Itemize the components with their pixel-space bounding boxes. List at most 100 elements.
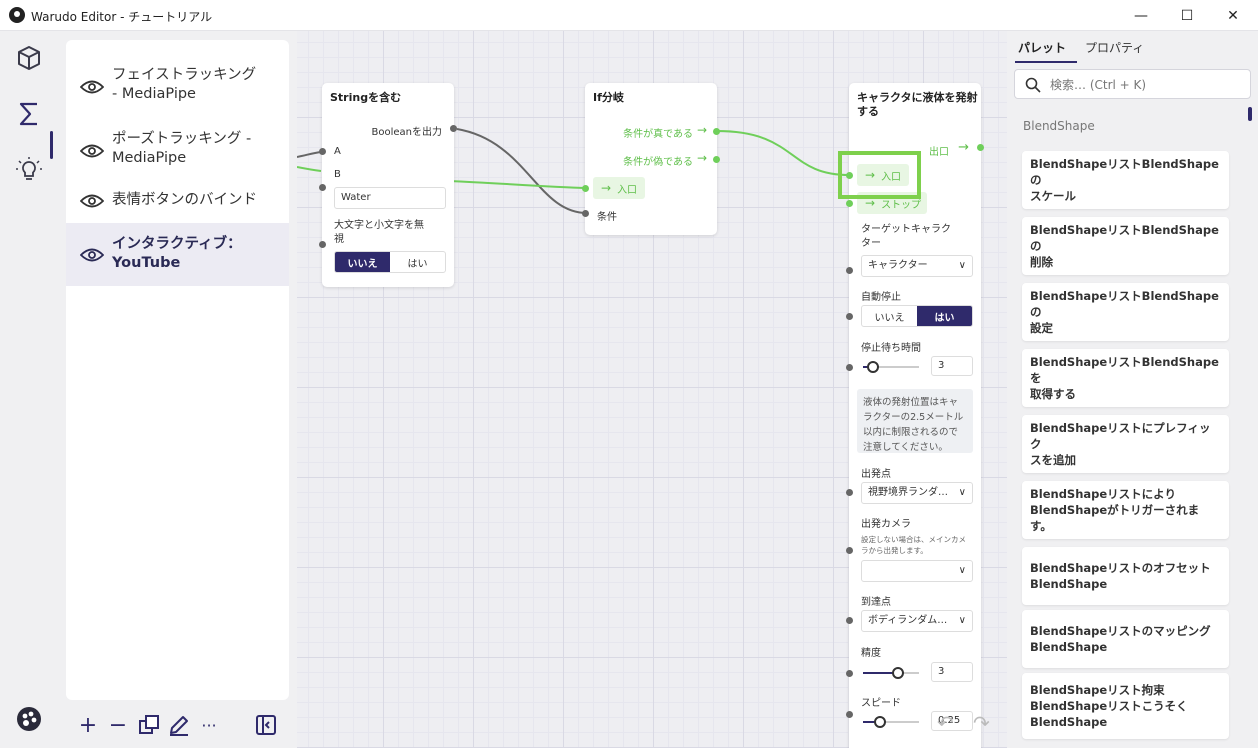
camera-select[interactable]: ∨	[861, 560, 973, 582]
wait-time-input[interactable]: 3	[931, 356, 973, 376]
input-b-field[interactable]: Water	[334, 187, 446, 209]
origin-select[interactable]: 視野境界ランダ…∨	[861, 482, 973, 504]
arrow-right-icon: →	[696, 151, 707, 165]
redo-icon[interactable]: ↷	[973, 711, 990, 735]
target-character-select[interactable]: キャラクター∨	[861, 255, 973, 277]
eye-icon[interactable]	[80, 143, 104, 159]
rail-active-indicator	[50, 131, 53, 159]
target-character-label: ターゲットキャラクター	[861, 224, 951, 249]
blueprint-item-face-tracking[interactable]: フェイストラッキング- MediaPipe	[66, 64, 289, 110]
camera-label: 出発カメラ	[861, 519, 911, 530]
toggle-panel-icon[interactable]	[253, 712, 279, 738]
palette-card[interactable]: BlendShapeリストにプレフィックスを追加	[1022, 415, 1229, 473]
node-title: If分岐	[593, 91, 624, 104]
palette-card[interactable]: BlendShapeリストBlendShapeのスケール	[1022, 151, 1229, 209]
enter-port[interactable]	[582, 185, 589, 192]
accuracy-input[interactable]: 3	[931, 662, 973, 682]
node-string-contains[interactable]: Stringを含む Booleanを出力 A B Water 大文字と小文字を無…	[319, 83, 457, 287]
true-branch-label: 条件が真である	[623, 129, 693, 140]
arrow-right-icon: →	[865, 168, 876, 182]
lightbulb-icon[interactable]	[14, 155, 44, 185]
minimize-button[interactable]: —	[1134, 7, 1148, 24]
accuracy-port[interactable]	[846, 670, 853, 677]
enter-flow-pill[interactable]: → 入口	[857, 164, 909, 186]
condition-port[interactable]	[582, 210, 589, 217]
window-title: Warudo Editor - チュートリアル	[31, 10, 213, 24]
warudo-settings-icon[interactable]	[14, 704, 44, 734]
rename-pencil-icon[interactable]	[166, 712, 192, 738]
maximize-button[interactable]: ☐	[1180, 7, 1194, 24]
palette-card[interactable]: BlendShapeリストBlendShapeの削除	[1022, 217, 1229, 275]
palette-card[interactable]: BlendShapeリストBlendShapeを取得する	[1022, 349, 1229, 407]
speed-slider[interactable]	[863, 716, 919, 728]
toggle-no[interactable]: いいえ	[874, 312, 905, 324]
title-bar: Warudo Editor - チュートリアル — ☐ ✕	[0, 0, 1258, 31]
speed-port[interactable]	[846, 711, 853, 718]
duplicate-icon[interactable]	[136, 712, 162, 738]
target-character-port[interactable]	[846, 267, 853, 274]
enter-flow-pill[interactable]: → 入口	[593, 177, 645, 199]
ignore-case-toggle[interactable]: いいえ はい	[334, 251, 446, 273]
enter-port[interactable]	[846, 172, 853, 179]
destination-label: 到達点	[861, 597, 891, 608]
ignore-case-label: 大文字と小文字を無視	[334, 220, 424, 245]
chevron-down-icon: ∨	[958, 260, 966, 271]
destination-select[interactable]: ボディランダム…∨	[861, 610, 973, 632]
tab-palette[interactable]: パレット	[1018, 41, 1067, 55]
camera-port[interactable]	[846, 547, 853, 554]
search-box[interactable]	[1014, 69, 1251, 99]
blueprint-item-interactive-youtube[interactable]: インタラクティブ：YouTube	[66, 223, 289, 286]
node-if-branch[interactable]: If分岐 条件が真である → 条件が偽である → → 入口 条件	[582, 83, 720, 235]
speed-input[interactable]: 0.25	[931, 711, 973, 731]
toggle-yes[interactable]: はい	[917, 306, 972, 326]
toggle-yes[interactable]: はい	[407, 258, 428, 270]
destination-port[interactable]	[846, 617, 853, 624]
undo-icon[interactable]: ↶	[937, 711, 954, 735]
output-boolean-port[interactable]	[450, 125, 457, 132]
node-shoot-fluid[interactable]: キャラクタに液体を発射する 出口 → → 入口 → ストップ ターゲットキャラク…	[846, 83, 984, 748]
add-blueprint-button[interactable]: +	[78, 712, 98, 738]
node-title: Stringを含む	[330, 91, 402, 104]
false-branch-port[interactable]	[713, 156, 720, 163]
auto-stop-toggle[interactable]: いいえ はい	[861, 305, 973, 327]
true-branch-port[interactable]	[713, 128, 720, 135]
origin-label: 出発点	[861, 469, 891, 480]
blueprint-canvas[interactable]: Stringを含む Booleanを出力 A B Water 大文字と小文字を無…	[297, 31, 1007, 748]
origin-port[interactable]	[846, 489, 853, 496]
blueprint-label: ポーズトラッキング -	[112, 131, 252, 147]
input-a-port[interactable]	[319, 148, 326, 155]
exit-port[interactable]	[977, 144, 984, 151]
ignore-case-port[interactable]	[319, 241, 326, 248]
close-button[interactable]: ✕	[1227, 7, 1239, 24]
eye-icon[interactable]	[80, 79, 104, 95]
stop-port[interactable]	[846, 200, 853, 207]
palette-card[interactable]: BlendShapeリストBlendShapeの設定	[1022, 283, 1229, 341]
blueprint-sigma-icon[interactable]	[14, 99, 44, 129]
blueprint-toolbar: + − ···	[66, 706, 289, 742]
eye-icon[interactable]	[80, 247, 104, 263]
eye-icon[interactable]	[80, 193, 104, 209]
tab-properties[interactable]: プロパティ	[1085, 41, 1145, 55]
blueprint-item-expression-buttons[interactable]: 表情ボタンのバインド	[66, 186, 289, 216]
toggle-no[interactable]: いいえ	[335, 252, 390, 272]
section-header-blendshape: BlendShape	[1023, 119, 1095, 133]
blueprint-label: - MediaPipe	[112, 86, 196, 102]
search-input[interactable]	[1050, 76, 1240, 94]
auto-stop-port[interactable]	[846, 313, 853, 320]
speed-label: スピード	[861, 698, 901, 709]
cube-icon[interactable]	[14, 43, 44, 73]
remove-blueprint-button[interactable]: −	[108, 712, 128, 738]
blueprint-item-pose-tracking[interactable]: ポーズトラッキング -MediaPipe	[66, 128, 289, 174]
scrollbar-thumb[interactable]	[1248, 107, 1252, 121]
arrow-right-icon: →	[696, 123, 707, 137]
panel-tabs: パレット プロパティ	[1007, 31, 1258, 63]
wait-time-slider[interactable]	[863, 361, 919, 373]
more-options-button[interactable]: ···	[201, 715, 217, 735]
accuracy-slider[interactable]	[863, 667, 919, 679]
input-b-port[interactable]	[319, 184, 326, 191]
wait-time-port[interactable]	[846, 364, 853, 371]
